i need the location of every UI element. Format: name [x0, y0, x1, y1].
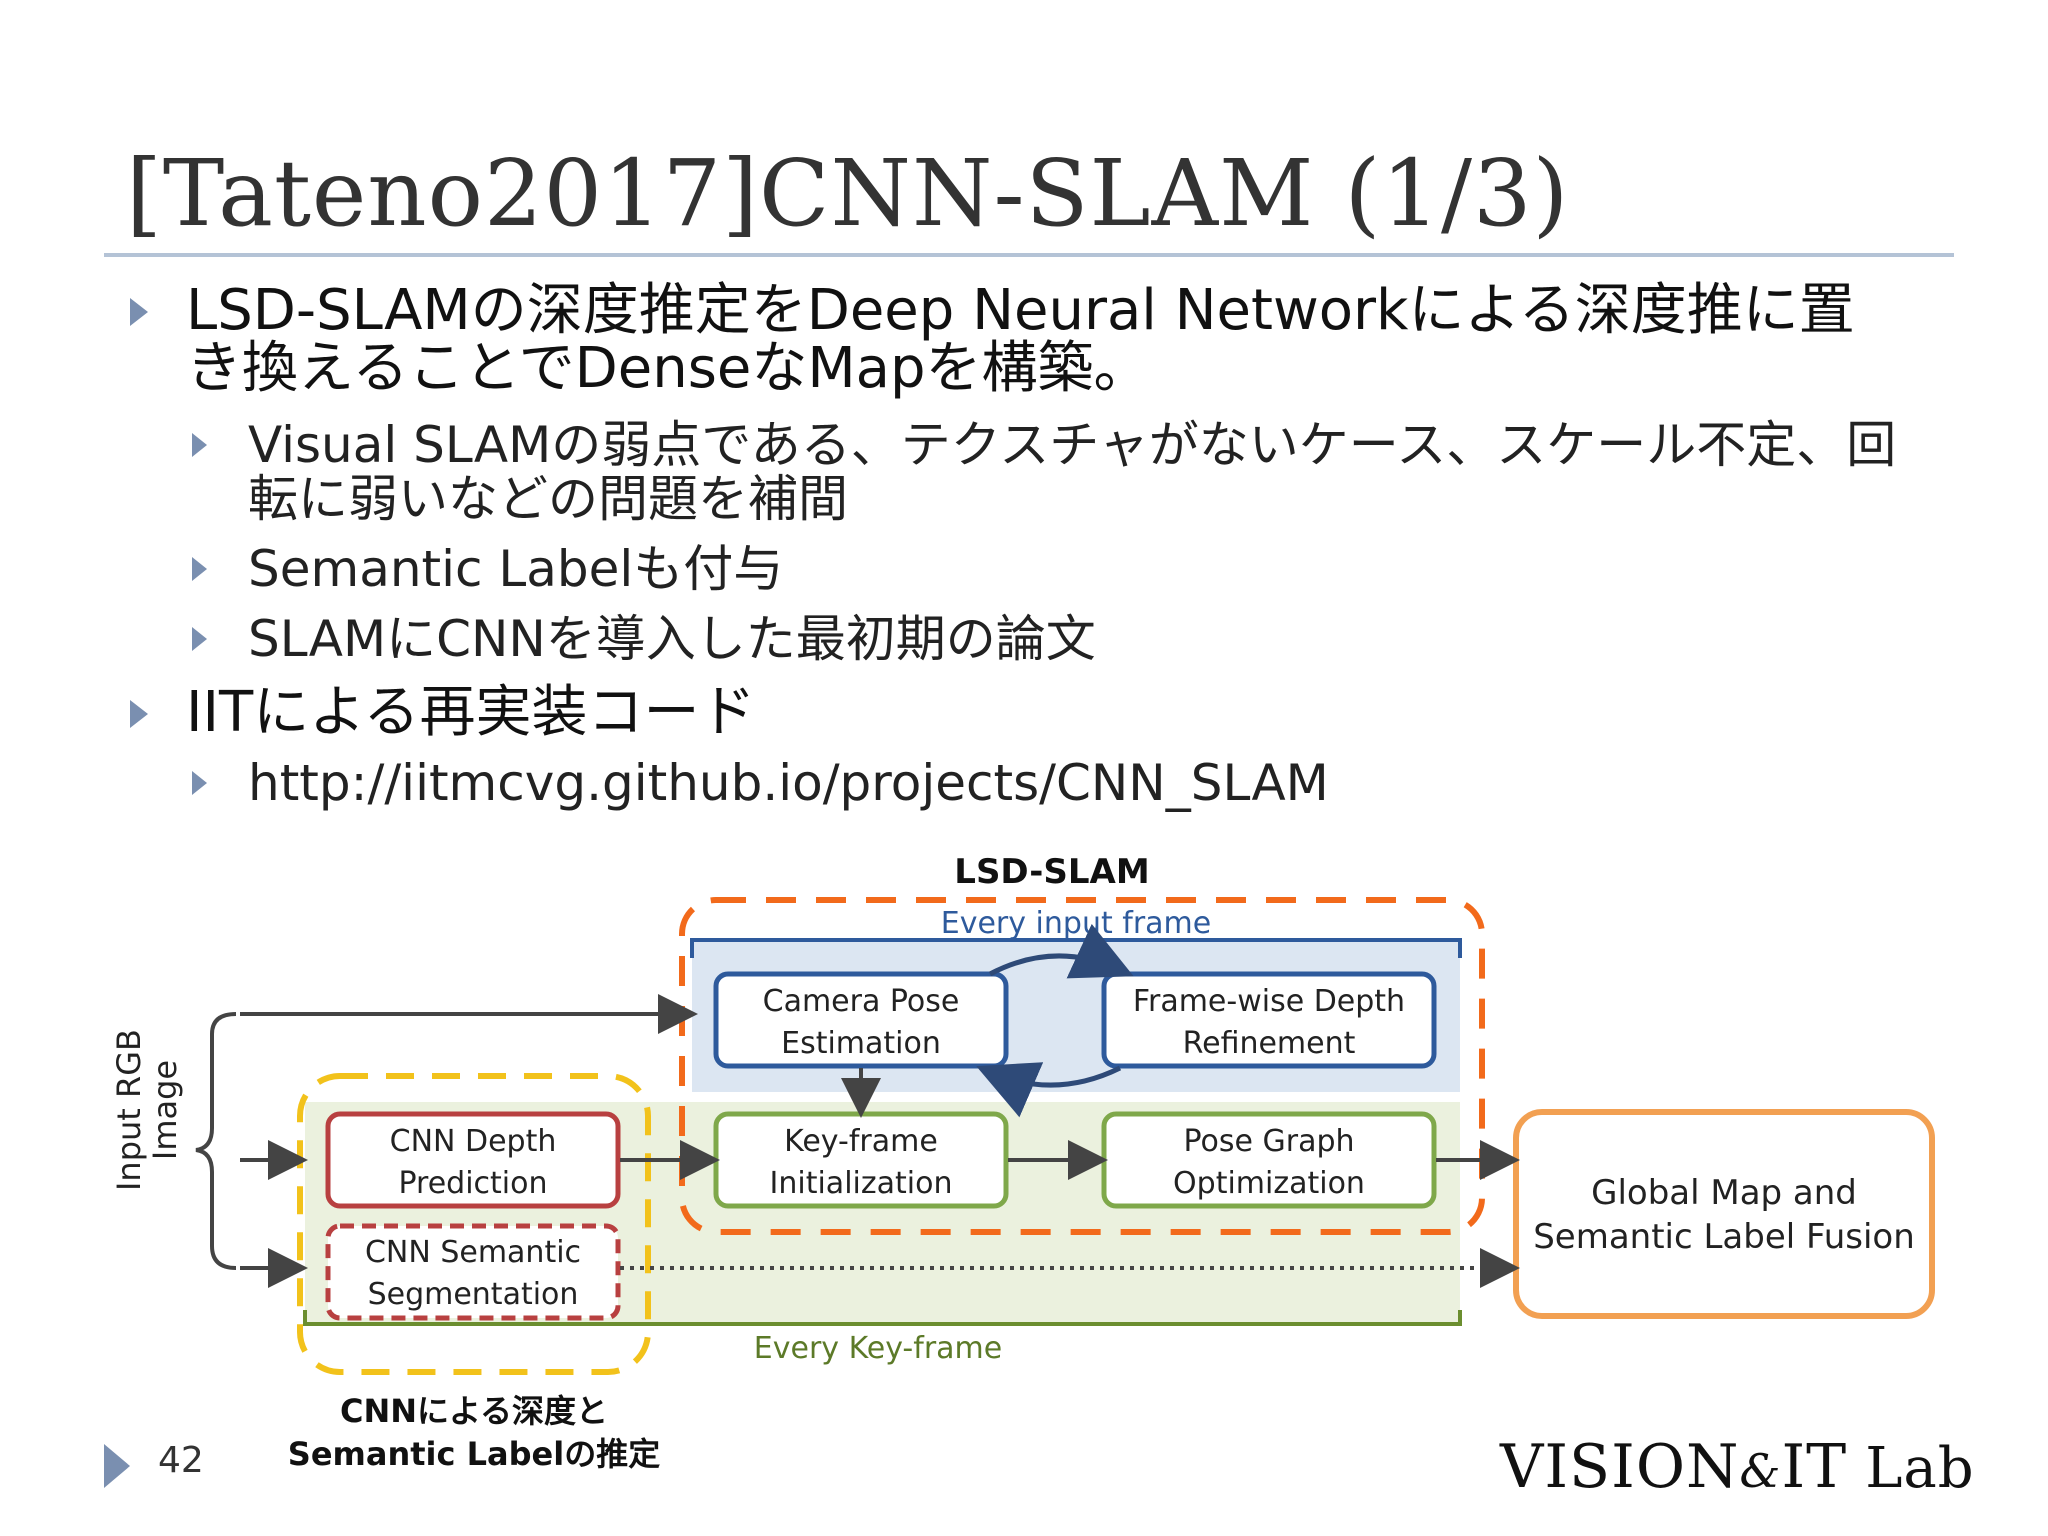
input-rgb-label-2: Image — [146, 1060, 184, 1160]
camera-pose-label-1: Camera Pose — [763, 984, 960, 1019]
subbullet-semantic-label: Semantic Labelも付与 — [192, 540, 784, 598]
cnn-depth-label-1: CNN Depth — [390, 1124, 557, 1159]
bullet-arrow-icon — [130, 700, 148, 728]
cnn-semantic-box — [325, 1223, 621, 1321]
cnn-depth-label-2: Prediction — [398, 1166, 547, 1201]
input-brace — [195, 1012, 237, 1270]
lsd-slam-label: LSD-SLAM — [954, 852, 1149, 892]
subbullet-line-1: Semantic Labelも付与 — [248, 540, 784, 598]
frame-depth-label-1: Frame-wise Depth — [1133, 984, 1405, 1019]
subbullet-first-paper: SLAMにCNNを導入した最初期の論文 — [192, 610, 1096, 668]
keyframe-init-label-2: Initialization — [770, 1166, 953, 1201]
bullet-arrow-icon — [130, 298, 148, 326]
logo-amp: & — [1739, 1444, 1782, 1498]
cnn-region — [297, 1073, 651, 1375]
bullet-line-1: IITによる再実装コード — [186, 680, 756, 745]
cnn-semantic-label-1: CNN Semantic — [365, 1235, 581, 1270]
page-arrow-icon — [104, 1444, 130, 1488]
page-number: 42 — [158, 1440, 204, 1481]
bullet-line-2: き換えることでDenseなMapを構築。 — [186, 336, 1150, 401]
frame-depth-box — [1101, 971, 1437, 1069]
every-input-frame-label: Every input frame — [941, 906, 1211, 941]
title-divider — [104, 253, 1954, 257]
subbullet-line-2: 転に弱いなどの問題を補間 — [248, 470, 848, 528]
cycle-arrow-top — [988, 923, 1134, 979]
bullet-lsd-slam: LSD-SLAMの深度推定をDeep Neural Networkによる深度推に… — [130, 278, 1855, 401]
subbullet-url: http://iitmcvg.github.io/projects/CNN_SL… — [192, 754, 1329, 812]
every-key-frame-label: Every Key-frame — [754, 1331, 1002, 1366]
project-url-link[interactable]: http://iitmcvg.github.io/projects/CNN_SL… — [248, 754, 1329, 812]
logo-it: IT — [1781, 1432, 1848, 1502]
camera-pose-box — [713, 971, 1009, 1069]
bullet-arrow-icon — [192, 557, 207, 581]
slide-title: [Tateno2017]CNN-SLAM (1/3) — [126, 140, 1570, 247]
cnn-caption-line-2: Semantic Labelの推定 — [288, 1435, 660, 1473]
cycle-arrow-bottom — [976, 1062, 1122, 1118]
pose-graph-label-1: Pose Graph — [1183, 1124, 1354, 1159]
frame-depth-label-2: Refinement — [1183, 1026, 1356, 1061]
pose-graph-label-2: Optimization — [1173, 1166, 1365, 1201]
input-rgb-label-1: Input RGB — [110, 1029, 148, 1191]
bullet-arrow-icon — [192, 771, 207, 795]
bullet-line-1: LSD-SLAMの深度推定をDeep Neural Networkによる深度推に… — [186, 278, 1855, 343]
subbullet-line-1: SLAMにCNNを導入した最初期の論文 — [248, 610, 1096, 668]
global-map-label-1: Global Map and — [1591, 1173, 1857, 1213]
vision-it-lab-logo: VISION&IT Lab — [1500, 1432, 1975, 1502]
logo-lab: Lab — [1865, 1436, 1975, 1501]
lsd-slam-region — [679, 897, 1485, 1235]
subbullet-visual-slam: Visual SLAMの弱点である、テクスチャがないケース、スケール不定、回 転… — [192, 416, 1897, 528]
subbullet-line-1: Visual SLAMの弱点である、テクスチャがないケース、スケール不定、回 — [248, 416, 1897, 474]
bullet-iit-code: IITによる再実装コード — [130, 680, 756, 745]
global-map-box — [1513, 1109, 1935, 1319]
bullet-arrow-icon — [192, 433, 207, 457]
bullet-arrow-icon — [192, 627, 207, 651]
cnn-semantic-label-2: Segmentation — [368, 1277, 579, 1312]
camera-pose-label-2: Estimation — [781, 1026, 941, 1061]
cnn-caption-line-1: CNNによる深度と — [340, 1392, 608, 1430]
global-map-label-2: Semantic Label Fusion — [1533, 1217, 1915, 1257]
cnn-depth-box — [325, 1111, 621, 1209]
logo-main: VISION — [1500, 1432, 1740, 1502]
keyframe-init-label-1: Key-frame — [784, 1124, 938, 1159]
